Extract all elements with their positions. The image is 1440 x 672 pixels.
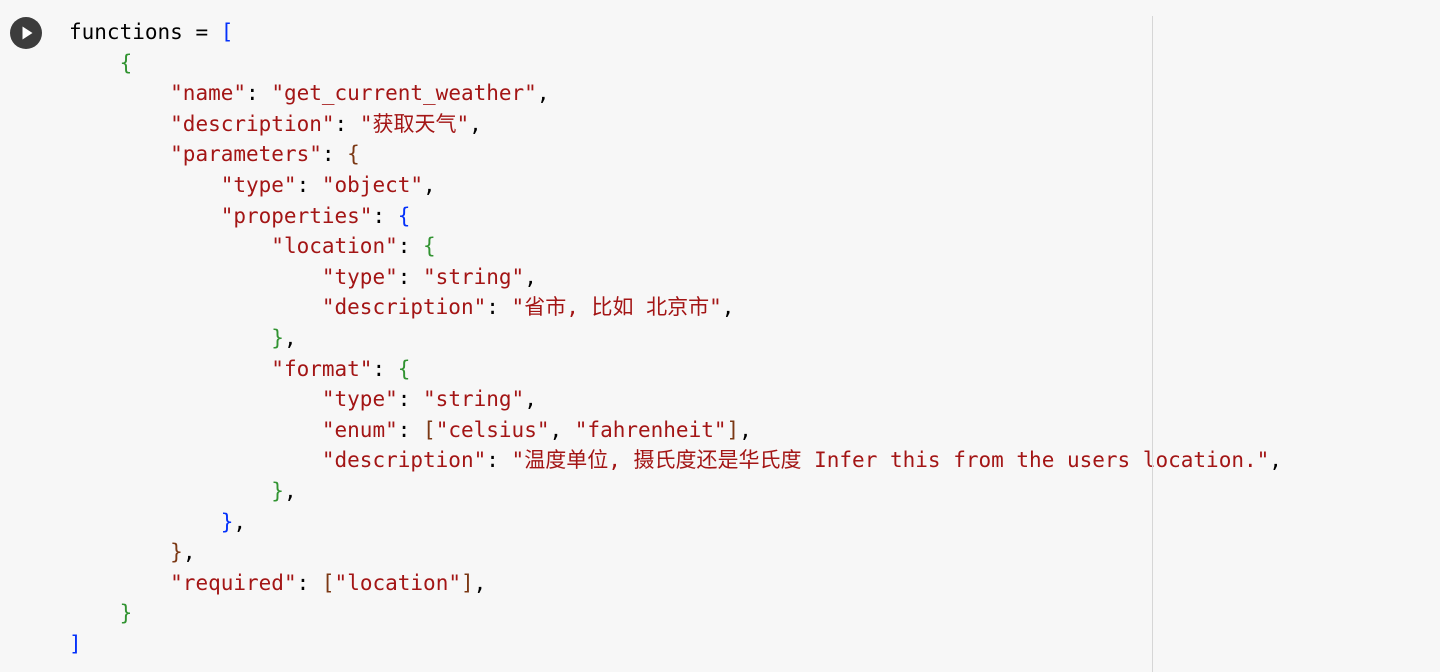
value-string: "string"	[423, 264, 525, 289]
line-length-ruler	[1152, 16, 1153, 672]
bracket: [	[220, 20, 234, 44]
key-format: "format"	[271, 356, 373, 381]
code-line-6: "type": "object",	[220, 172, 436, 197]
code-line-1: functions = [	[69, 17, 1282, 48]
value-object: "object"	[321, 172, 424, 197]
code-line-12: "format": {	[271, 356, 411, 381]
key-parameters: "parameters"	[170, 142, 322, 167]
key-type: "type"	[321, 387, 398, 412]
code-line-17: },	[220, 509, 247, 534]
brace: {	[119, 50, 133, 75]
run-cell-button[interactable]	[10, 17, 42, 49]
code-line-11: },	[271, 325, 297, 350]
code-line-9: "type": "string",	[321, 264, 537, 289]
variable-name: functions	[69, 20, 183, 44]
play-icon	[22, 26, 33, 40]
key-location: "location"	[271, 234, 398, 259]
key-description: "description"	[321, 448, 487, 473]
code-line-18: },	[170, 540, 196, 565]
code-line-7: "properties": {	[220, 203, 411, 228]
code-line-19: "required": ["location"],	[170, 570, 487, 595]
code-line-5: "parameters": {	[170, 142, 360, 167]
code-editor[interactable]: functions = [ { "name": "get_current_wea…	[69, 17, 1282, 659]
value-celsius: "celsius"	[435, 417, 550, 442]
value-string: "string"	[423, 387, 525, 412]
code-line-13: "type": "string",	[321, 387, 537, 412]
assign-operator: =	[182, 20, 221, 44]
code-line-16: },	[271, 478, 297, 503]
key-required: "required"	[170, 570, 297, 595]
key-name: "name"	[170, 81, 247, 106]
code-line-2: {	[69, 48, 1282, 79]
key-type: "type"	[220, 172, 297, 197]
value-format-description: "温度单位, 摄氏度还是华氏度 Infer this from the user…	[511, 448, 1270, 473]
key-description: "description"	[170, 111, 335, 136]
value-required: "location"	[334, 570, 461, 595]
code-line-15: "description": "温度单位, 摄氏度还是华氏度 Infer thi…	[321, 448, 1282, 473]
key-type: "type"	[321, 264, 398, 289]
key-description: "description"	[321, 295, 487, 320]
code-line-20: }	[119, 601, 133, 626]
code-line-3: "name": "get_current_weather",	[170, 81, 550, 106]
code-line-4: "description": "获取天气",	[170, 111, 482, 136]
value-name: "get_current_weather"	[271, 81, 537, 106]
code-line-8: "location": {	[271, 234, 436, 259]
value-description: "获取天气"	[359, 111, 470, 136]
key-properties: "properties"	[220, 203, 373, 228]
code-line-10: "description": "省市, 比如 北京市",	[321, 295, 735, 320]
value-location-description: "省市, 比如 北京市"	[511, 295, 722, 320]
code-line-21: ]	[69, 631, 82, 656]
value-fahrenheit: "fahrenheit"	[574, 417, 727, 442]
key-enum: "enum"	[321, 417, 398, 442]
code-line-14: "enum": ["celsius", "fahrenheit"],	[321, 417, 752, 442]
